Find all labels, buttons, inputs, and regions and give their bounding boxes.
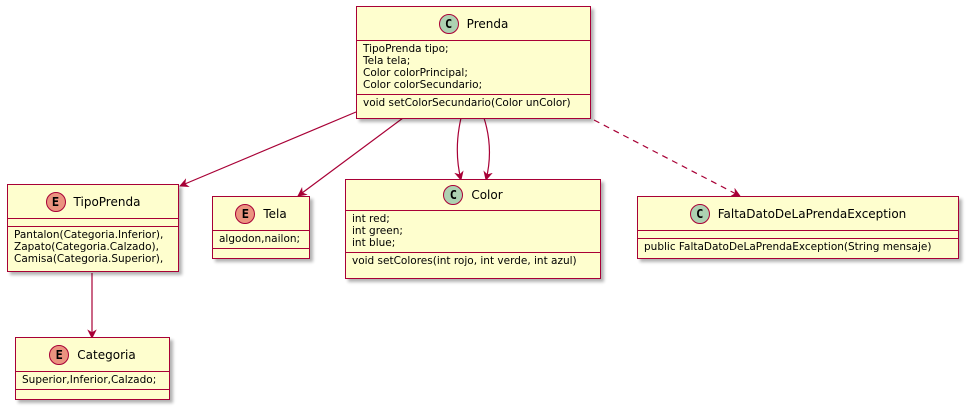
method: void setColores(int rojo, int verde, int…: [352, 255, 577, 267]
enum-value: Zapato(Categoria.Calzado),: [14, 241, 159, 253]
class-header: C FaltaDatoDeLaPrendaException: [638, 197, 958, 231]
methods-section: void setColores(int rojo, int verde, int…: [346, 253, 600, 270]
fields-section: TipoPrenda tipo; Tela tela; Color colorP…: [357, 41, 590, 95]
enum-value: Camisa(Categoria.Superior),: [14, 253, 164, 265]
class-header: E Tela: [213, 197, 309, 231]
class-header: C Color: [346, 180, 600, 211]
field: Color colorSecundario;: [363, 79, 483, 91]
enum-badge-icon: E: [45, 191, 66, 212]
enum-tipoprenda[interactable]: E TipoPrenda Pantalon(Categoria.Inferior…: [7, 184, 179, 272]
methods-section: public FaltaDatoDeLaPrendaException(Stri…: [638, 239, 958, 256]
enum-badge-icon: E: [235, 203, 256, 224]
enum-value: Superior,Inferior,Calzado;: [22, 374, 157, 386]
methods-section: void setColorSecundario(Color unColor): [357, 95, 590, 112]
class-color[interactable]: C Color int red; int green; int blue; vo…: [345, 179, 601, 279]
class-header: E TipoPrenda: [8, 185, 178, 219]
field: Color colorPrincipal;: [363, 67, 468, 79]
enum-value: Pantalon(Categoria.Inferior),: [14, 229, 164, 241]
class-name: FaltaDatoDeLaPrendaException: [717, 206, 907, 221]
methods-section: Pantalon(Categoria.Inferior), Zapato(Cat…: [8, 227, 178, 268]
class-badge-icon: C: [438, 13, 459, 34]
class-badge-icon: C: [443, 185, 464, 205]
class-badge-icon: C: [689, 203, 710, 224]
enum-categoria[interactable]: E Categoria Superior,Inferior,Calzado;: [15, 337, 170, 400]
fields-section: [638, 231, 958, 239]
field: int red;: [352, 213, 390, 225]
edge-prenda-exception: [593, 119, 741, 197]
edge-prenda-tipoprenda: [179, 111, 357, 188]
values-section: Superior,Inferior,Calzado;: [16, 372, 169, 390]
field: Tela tela;: [363, 55, 411, 67]
class-falta-dato-exception[interactable]: C FaltaDatoDeLaPrendaException public Fa…: [637, 196, 959, 259]
enum-value: algodon,nailon;: [219, 233, 301, 245]
class-name: Prenda: [466, 16, 509, 31]
class-prenda[interactable]: C Prenda TipoPrenda tipo; Tela tela; Col…: [356, 6, 591, 119]
field: int green;: [352, 225, 403, 237]
class-header: C Prenda: [357, 7, 590, 41]
field: TipoPrenda tipo;: [363, 43, 449, 55]
class-name: Color: [471, 188, 503, 202]
methods-section: [213, 249, 309, 257]
field: int blue;: [352, 237, 396, 249]
method: public FaltaDatoDeLaPrendaException(Stri…: [644, 241, 932, 253]
values-section: algodon,nailon;: [213, 231, 309, 249]
enum-badge-icon: E: [49, 344, 70, 365]
class-header: E Categoria: [16, 338, 169, 372]
fields-section: [8, 219, 178, 227]
method: void setColorSecundario(Color unColor): [363, 97, 571, 109]
methods-section: [16, 390, 169, 398]
enum-tela[interactable]: E Tela algodon,nailon;: [212, 196, 310, 259]
edge-prenda-color-1: [454, 117, 464, 181]
edge-prenda-color-2: [483, 117, 493, 181]
class-name: TipoPrenda: [73, 194, 141, 209]
fields-section: int red; int green; int blue;: [346, 211, 600, 253]
class-name: Tela: [263, 206, 287, 221]
class-name: Categoria: [77, 347, 136, 362]
